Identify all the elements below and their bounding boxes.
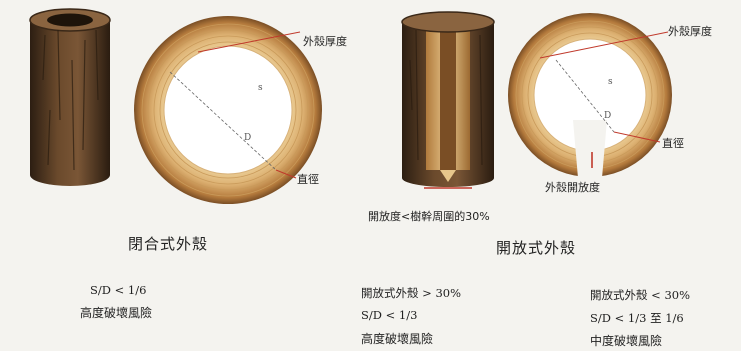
open-shell-cross-section	[508, 13, 672, 178]
shell-thickness-line-right	[539, 31, 669, 59]
open-mid-criteria-ratio: S/D < 1/3 至 1/6	[590, 311, 684, 325]
shell-thickness-label-left: 外殼厚度	[303, 35, 347, 48]
closed-criteria-risk: 高度破壞風險	[80, 306, 153, 320]
marker-s-right: s	[608, 77, 613, 87]
closed-criteria-ratio: S/D < 1/6	[90, 283, 147, 297]
shell-thickness-label-right: 外殼厚度	[668, 25, 712, 38]
diameter-line-left	[169, 71, 277, 171]
closed-shell-caption: 閉合式外殼	[128, 235, 209, 253]
marker-d-right: D	[604, 111, 611, 121]
open-mid-criteria-percent: 開放式外殼 < 30%	[590, 288, 691, 302]
open-trunk-illustration	[401, 11, 495, 189]
open-high-criteria-risk: 高度破壞風險	[361, 332, 434, 346]
closed-shell-cross-section	[134, 16, 322, 204]
shell-opening-label: 外殼開放度	[545, 181, 600, 194]
marker-s-left: s	[258, 83, 263, 93]
opening-note: 開放度<樹幹周圍的30%	[368, 210, 490, 223]
open-shell-caption: 開放式外殼	[496, 239, 577, 257]
closed-trunk-illustration	[29, 8, 111, 186]
shell-thickness-line-left	[197, 31, 301, 53]
open-high-criteria-ratio: S/D < 1/3	[361, 308, 418, 322]
diameter-line-right	[555, 59, 615, 133]
diameter-label-right: 直徑	[662, 137, 684, 150]
open-mid-criteria-risk: 中度破壞風險	[590, 334, 663, 348]
open-high-criteria-percent: 開放式外殼 > 30%	[361, 286, 462, 300]
marker-d-left: D	[244, 133, 251, 143]
diameter-label-left: 直徑	[297, 173, 319, 186]
